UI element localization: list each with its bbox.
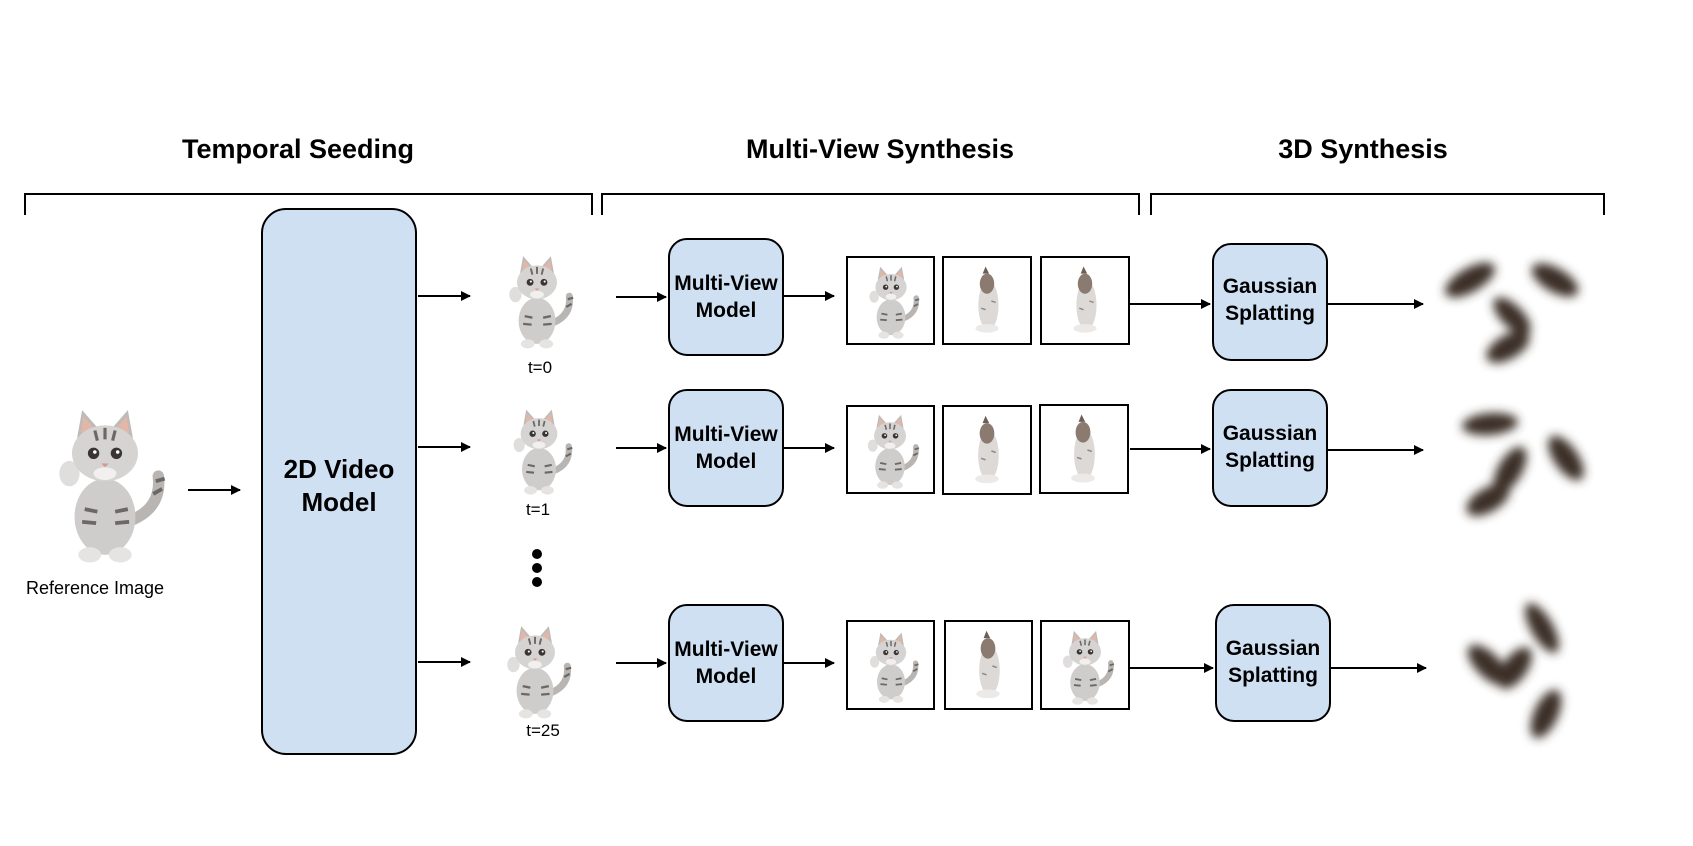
- gaussian-splatting-label-line1: Gaussian: [1226, 637, 1321, 660]
- bracket-3d-synthesis: [1150, 193, 1605, 215]
- gaussian-splatting-box: [1212, 243, 1328, 361]
- multi-view-model-label-line1: Multi-View: [674, 638, 778, 661]
- multi-view-model-label-line2: Model: [696, 299, 757, 322]
- frame-label-t0: t=0: [528, 358, 552, 377]
- bracket-multi-view-synthesis: [601, 193, 1140, 215]
- gaussian-splatting-label-line2: Splatting: [1225, 302, 1315, 325]
- frame-label-t25: t=25: [526, 721, 560, 740]
- view-image-group: [846, 620, 1130, 710]
- gaussian-blob-icon: [1445, 262, 1579, 363]
- gaussian-blob-icon: [1462, 412, 1584, 516]
- frame-label-t1: t=1: [526, 500, 550, 519]
- multi-view-model-label-line2: Model: [696, 450, 757, 473]
- frame-cat-image: [507, 626, 571, 718]
- view-image-group: [846, 256, 1130, 345]
- multi-view-model-label-line1: Multi-View: [674, 423, 778, 446]
- gaussian-splatting-label-line1: Gaussian: [1223, 422, 1318, 445]
- ellipsis-icon: [532, 549, 542, 587]
- gaussian-splatting-label-line2: Splatting: [1225, 449, 1315, 472]
- view-image-group: [846, 404, 1129, 495]
- gaussian-blob-icon: [1467, 603, 1562, 739]
- section-title-temporal-seeding: Temporal Seeding: [182, 134, 414, 164]
- section-title-multi-view-synthesis: Multi-View Synthesis: [746, 134, 1014, 164]
- gaussian-splatting-box: [1212, 389, 1328, 507]
- gaussian-splatting-label-line1: Gaussian: [1223, 275, 1318, 298]
- frame-cat-image: [514, 410, 573, 495]
- video-model-box: [261, 208, 417, 755]
- multi-view-model-box: [668, 389, 784, 507]
- video-model-label-line1: 2D Video: [284, 454, 395, 484]
- multi-view-model-box: [668, 604, 784, 722]
- reference-image-label: Reference Image: [26, 578, 164, 598]
- reference-cat-image: [59, 410, 164, 562]
- section-title-3d-synthesis: 3D Synthesis: [1278, 134, 1448, 164]
- gaussian-splatting-label-line2: Splatting: [1228, 664, 1318, 687]
- multi-view-model-label-line2: Model: [696, 665, 757, 688]
- video-model-label-line2: Model: [301, 487, 376, 517]
- gaussian-splatting-box: [1215, 604, 1331, 722]
- multi-view-model-box: [668, 238, 784, 356]
- multi-view-model-label-line1: Multi-View: [674, 272, 778, 295]
- bracket-temporal-seeding: [24, 193, 593, 215]
- frame-cat-image: [509, 256, 573, 348]
